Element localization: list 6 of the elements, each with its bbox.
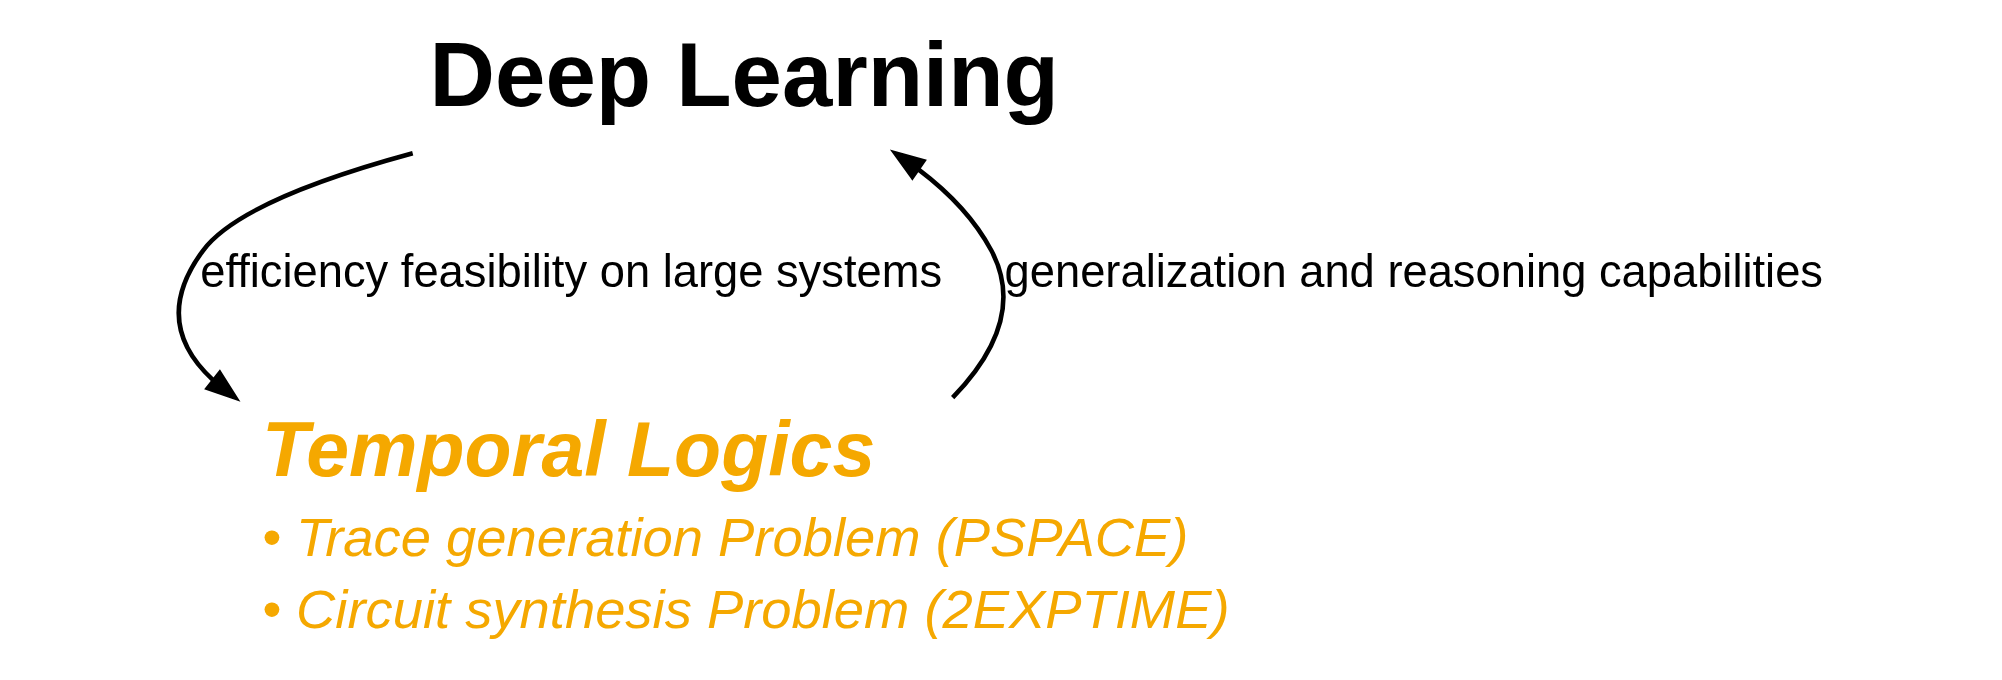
edge-label: generalization and reasoning capabilities <box>1004 245 1823 297</box>
node-text: Temporal Logics • Trace generation Problem (PSPACE) • Circuit synthesis Problem (2EXPTIME) <box>261 406 1230 641</box>
edge-label: efficiency feasibility on large systems <box>199 245 942 297</box>
arrow <box>176 151 413 402</box>
node-text: Deep Learning <box>429 23 1059 125</box>
arrow <box>889 149 1005 400</box>
